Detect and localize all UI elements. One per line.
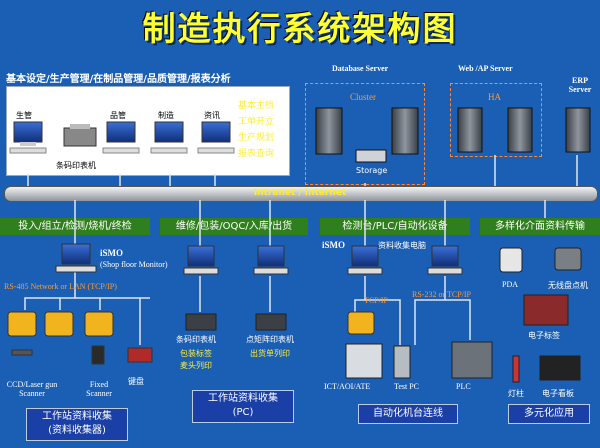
station-label-quality: 品管 [110,111,126,120]
tcpip-label: TCP/IP [364,296,389,305]
ha-label: HA [488,92,501,102]
fixed-scanner-label: Fixed Scanner [86,380,112,398]
function-item: 生产规划 [238,133,275,143]
collector-pc-label: 资料收集电脑 [378,241,426,250]
printer-function: 包装标签 [180,349,212,358]
web-server-label: Web /AP Server [458,64,513,73]
keypad-label: 键盘 [128,377,144,386]
ccd-scanner-label: CCD/Laser gun Scanner [6,380,58,398]
plc-label: PLC [456,382,471,391]
test-pc-label: Test PC [394,382,419,391]
ha-box [450,83,542,157]
network-label: Intranet / Internet [253,188,347,198]
ismo-subtitle: (Shop floor Monitor) [100,260,168,269]
barcode-printer-label: 条码印表机 [56,161,96,170]
cluster-label: Cluster [350,92,376,102]
mes-client-box [6,86,290,176]
light-tower-label: 灯柱 [508,389,524,398]
footer-line: 工作站资料收集 [208,393,278,404]
storage-label: Storage [356,166,388,175]
station-label-production: 生管 [16,111,32,120]
function-list: 基本主档 工单开立 生产规划 报表查询 [238,98,274,162]
ismo2-label: iSMO [322,240,346,250]
pda-label: PDA [502,280,519,289]
wireless-inventory-label: 无线盘点机 [548,281,588,290]
printer-functions: 包装标签 麦头列印 [180,348,212,372]
footer-line: (PC) [232,407,254,418]
footer-workstation-pc: 工作站资料收集 (PC) [192,390,294,423]
rs232-label: RS-232 or TCP/IP [412,290,471,299]
database-server-label: Database Server [332,64,389,73]
function-item: 工单开立 [238,117,275,127]
band-interface: 多样化介面资料传输 [480,218,600,235]
footer-workstation-collector: 工作站资料收集 (资料收集器) [26,408,128,441]
dot-matrix-printer-label: 点矩阵印表机 [246,335,294,344]
ismo-label: iSMO [100,248,124,258]
footer-automation: 自动化机台连线 [358,404,458,424]
rs485-label: RS-485 Network or LAN (TCP/IP) [4,282,117,291]
function-item: 基本主档 [238,101,275,111]
band-repair-ship: 维修/包装/OQC/入库/出货 [160,218,308,235]
e-board-label: 电子看板 [542,389,574,398]
footer-multi-application: 多元化应用 [508,404,590,424]
station-label-it: 资讯 [204,111,220,120]
top-caption: 基本设定/生产管理/在制品管理/品质管理/报表分析 [6,74,231,85]
etag-label: 电子标签 [528,331,560,340]
ict-aoi-ate-label: ICT/AOI/ATE [324,382,371,391]
shipping-print-label: 出货单列印 [250,349,290,358]
barcode-printer-label-2: 条码印表机 [176,335,216,344]
diagram-title: 制造执行系统架构图 [142,9,458,48]
erp-server-label: ERP Server [568,76,592,94]
footer-line: 工作站资料收集 [42,411,112,422]
station-label-manufacture: 制造 [158,111,174,120]
network-bar [4,186,598,202]
band-automation: 检测台/PLC/自动化设备 [320,218,470,235]
printer-function: 麦头列印 [180,361,212,370]
function-item: 报表查询 [238,149,275,159]
footer-line: (资料收集器) [48,425,106,436]
